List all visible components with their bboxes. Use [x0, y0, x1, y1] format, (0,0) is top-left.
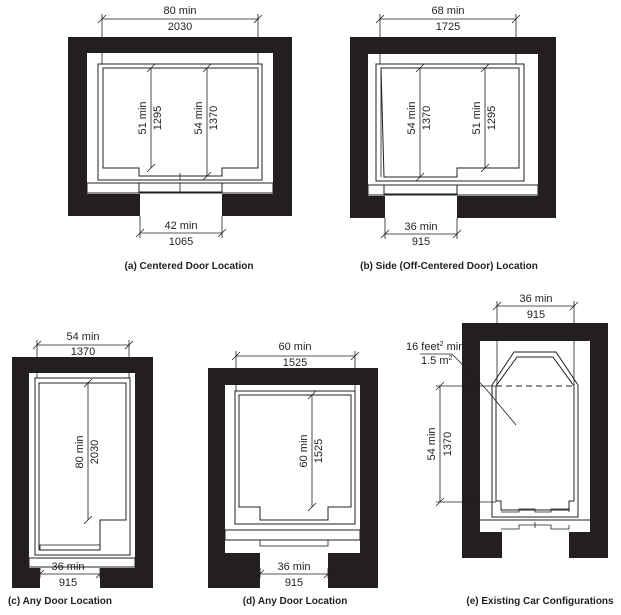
hoistway-door	[383, 184, 458, 195]
depth-imperial: 60 min	[298, 434, 310, 467]
door-imperial: 42 min	[164, 220, 197, 232]
width-imperial: 54 min	[66, 331, 99, 343]
width-imperial: 60 min	[278, 341, 311, 353]
depth-metric: 1370	[442, 432, 454, 456]
door-metric: 1065	[169, 236, 193, 248]
sill	[28, 557, 136, 568]
svg-text:1.5 m2: 1.5 m2	[421, 355, 453, 367]
car-outline	[34, 377, 131, 556]
width-metric: 2030	[168, 21, 192, 33]
figure-b: 68 min 1725 54 min 1370 51 min 1295 36 m…	[350, 5, 556, 272]
depth2-imperial: 51 min	[471, 101, 483, 134]
depth1-imperial: 51 min	[137, 101, 149, 134]
figure-a: 80 min 2030 51 min 1295 54 min 1370 42 m…	[68, 5, 292, 272]
area-metric-superscript: 2	[449, 355, 453, 362]
door-metric: 915	[285, 577, 303, 589]
door-imperial: 36 min	[51, 561, 84, 573]
width-metric: 915	[527, 309, 545, 321]
car-interior	[380, 67, 520, 178]
width-imperial: 36 min	[519, 293, 552, 305]
area-imperial: 16 feet	[406, 341, 440, 353]
caption-d: (d) Any Door Location	[243, 596, 348, 607]
car-outline	[375, 63, 525, 182]
shaft-wall	[68, 37, 292, 216]
width-metric: 1370	[71, 346, 95, 358]
car-interior	[495, 356, 575, 511]
figure-e: 36 min 915 54 min 1370 16 feet2 min 1.5 …	[406, 293, 614, 607]
depth2-imperial: 54 min	[193, 101, 205, 134]
car-outline	[97, 63, 263, 181]
shaft-wall	[208, 368, 378, 588]
area-metric: 1.5 m	[421, 355, 449, 367]
depth-metric: 2030	[89, 440, 101, 464]
car-outline	[234, 390, 356, 525]
car-outline	[491, 351, 579, 518]
depth1-metric: 1370	[421, 106, 433, 130]
area-label: 16 feet2 min 1.5 m2	[406, 341, 517, 426]
caption-a: (a) Centered Door Location	[125, 261, 254, 272]
car-interior	[102, 67, 259, 177]
door-metric: 915	[412, 236, 430, 248]
depth2-metric: 1295	[486, 106, 498, 130]
depth-imperial: 54 min	[426, 427, 438, 460]
shaft-wall	[462, 323, 608, 558]
figure-d: 60 min 1525 60 min 1525 36 min 915 (d) A…	[208, 341, 378, 607]
caption-b: (b) Side (Off-Centered Door) Location	[360, 261, 538, 272]
width-metric: 1525	[283, 357, 307, 369]
width-imperial: 80 min	[163, 5, 196, 17]
door-metric: 915	[59, 577, 77, 589]
car-interior	[38, 382, 127, 551]
sill	[224, 529, 361, 541]
caption-e: (e) Existing Car Configurations	[466, 596, 614, 607]
svg-text:16 feet2 min: 16 feet2 min	[406, 341, 464, 353]
area-min: min	[444, 341, 465, 353]
depth2-metric: 1370	[208, 106, 220, 130]
depth1-imperial: 54 min	[406, 101, 418, 134]
depth1-metric: 1295	[152, 106, 164, 130]
figure-c: 54 min 1370 80 min 2030 36 min 915 (c) A…	[8, 331, 153, 607]
area-superscript: 2	[440, 341, 444, 348]
caption-c: (c) Any Door Location	[8, 596, 112, 607]
depth-metric: 1525	[313, 439, 325, 463]
door-imperial: 36 min	[404, 221, 437, 233]
door-imperial: 36 min	[277, 561, 310, 573]
shaft-wall	[350, 37, 556, 218]
width-metric: 1725	[436, 21, 460, 33]
hoistway-door	[138, 182, 223, 193]
car-interior	[238, 394, 352, 521]
shaft-wall	[12, 357, 153, 588]
leader-line	[420, 353, 517, 426]
width-imperial: 68 min	[431, 5, 464, 17]
depth-imperial: 80 min	[74, 435, 86, 468]
